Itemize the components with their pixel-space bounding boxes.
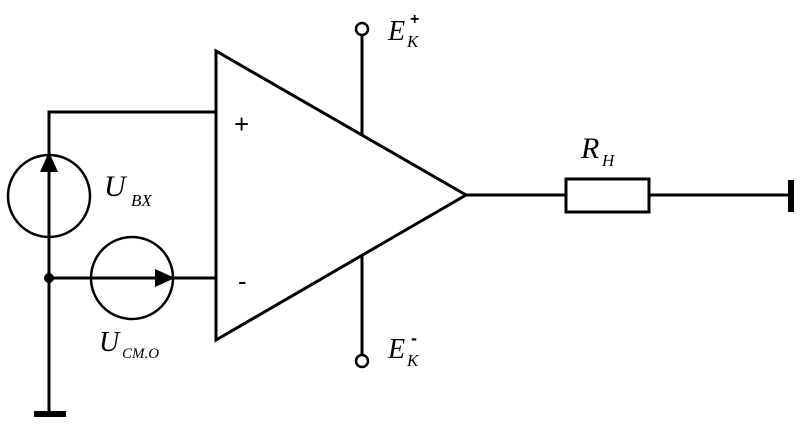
offset-source-arrow-head [155,269,175,287]
input-source-arrow-head [40,152,58,172]
offset-source-label-sub: CM.O [122,346,159,362]
positive-supply-label: E [387,16,405,47]
negative-supply-terminal [354,353,370,369]
offset-source-label-main: U [99,327,121,358]
negative-supply-label-sup: - [411,328,417,348]
load-resistor-label-main: R [580,132,599,165]
positive-supply-label-sup: + [410,11,419,28]
noninverting-input-sign: + [234,109,249,139]
noninverting-input-wire [47,110,218,157]
load-resistor [564,177,651,214]
positive-supply-label-sub: K [406,32,420,51]
load-resistor-label-sub: H [601,151,616,170]
positive-supply-terminal [354,21,370,37]
junction-dot [44,273,54,283]
negative-supply-label: E [387,334,405,365]
input-source-label-sub: BX [131,191,152,210]
positive-supply-label-main: E [387,16,405,47]
negative-supply-label-sub: K [406,351,420,370]
input-source-label-main: U [104,170,128,203]
inverting-input-sign: - [238,266,247,296]
negative-supply-label-main: E [387,334,405,365]
opamp-triangle [214,48,469,343]
